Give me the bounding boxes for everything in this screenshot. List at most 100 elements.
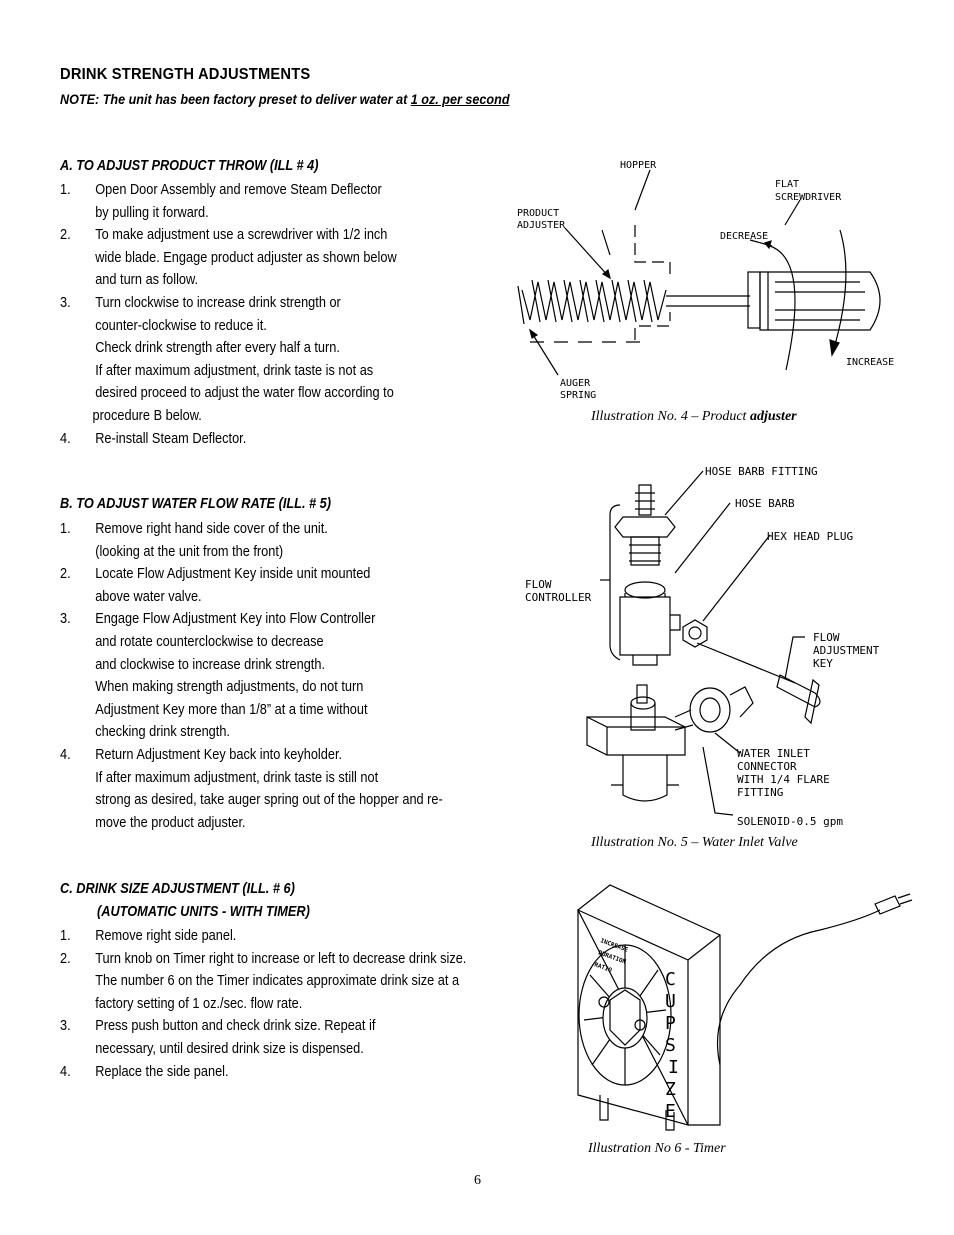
label-adjuster: ADJUSTER: [517, 220, 566, 231]
item-number: 1.: [60, 521, 71, 537]
label-hose-barb: HOSE BARB: [735, 497, 795, 510]
list-item: 1. Remove right hand side cover of the un…: [60, 518, 443, 563]
list-item: 3. Engage Flow Adjustment Key into Flow C…: [60, 608, 443, 744]
item-line: The number 6 on the Timer indicates appr…: [95, 973, 460, 990]
item-line: Adjustment Key more than 1/8” at a time …: [95, 701, 368, 718]
section-a-list: 1.Open Door Assembly and remove Steam De…: [60, 179, 397, 450]
list-item: 2. Turn knob on Timer right to increase o…: [60, 948, 466, 1016]
item-line: If after maximum adjustment, drink taste…: [95, 362, 374, 379]
section-b-title: B. TO ADJUST WATER FLOW RATE (ILL. # 5): [60, 496, 332, 512]
item-number: 3.: [60, 1018, 71, 1035]
item-line: Turn knob on Timer right to increase or …: [95, 950, 467, 967]
list-item: 3. Press push button and check drink size…: [60, 1015, 466, 1060]
item-line: necessary, until desired drink size is d…: [95, 1040, 364, 1057]
section-c-subtitle: (AUTOMATIC UNITS - WITH TIMER): [97, 904, 310, 920]
item-number: 2.: [60, 566, 71, 583]
label-hex-head-plug: HEX HEAD PLUG: [767, 530, 853, 543]
svg-text:RATIO: RATIO: [593, 961, 613, 974]
item-line: Open Door Assembly and remove Steam Defl…: [95, 182, 382, 198]
note-rate: 1 oz. per second: [410, 91, 510, 107]
page-number: 6: [474, 1173, 481, 1188]
cup-size-letter-u: U: [665, 991, 676, 1012]
label-water-inlet: WATER INLET: [737, 747, 810, 760]
caption-ill5: Illustration No. 5 – Water Inlet Valve: [591, 835, 798, 850]
item-line: Engage Flow Adjustment Key into Flow Con…: [95, 611, 376, 628]
list-item: 2. Locate Flow Adjustment Key inside unit…: [60, 563, 443, 608]
item-line: Press push button and check drink size. …: [95, 1018, 376, 1035]
item-line: If after maximum adjustment, drink taste…: [95, 769, 379, 786]
label-product: PRODUCT: [517, 208, 559, 219]
item-line: above water valve.: [95, 588, 202, 605]
label-controller: CONTROLLER: [525, 591, 592, 604]
item-line: When making strength adjustments, do not…: [95, 679, 364, 696]
item-number: 4.: [60, 1063, 71, 1080]
caption-ill4-bold: adjuster: [749, 409, 797, 424]
item-line: To make adjustment use a screwdriver wit…: [95, 227, 388, 244]
section-c-list: 1.Remove right side panel. 2. Turn knob on…: [60, 925, 466, 1083]
label-solenoid: SOLENOID-0.5 gpm: [737, 815, 843, 828]
list-item: 4.Return Adjustment Key back into keyhol…: [60, 744, 443, 834]
item-line: move the product adjuster.: [95, 814, 246, 831]
label-fitting: FITTING: [737, 786, 783, 799]
section-b-list: 1. Remove right hand side cover of the un…: [60, 518, 443, 834]
list-item: 3. Turn clockwise to increase drink stren…: [60, 292, 397, 428]
item-line: desired proceed to adjust the water flow…: [95, 385, 394, 402]
label-spring: SPRING: [560, 390, 596, 401]
label-flow: FLOW: [525, 578, 552, 591]
item-line: by pulling it forward.: [95, 204, 209, 221]
item-line: (looking at the unit from the front): [95, 543, 284, 560]
list-item: 2. To make adjustment use a screwdriver w…: [60, 224, 397, 292]
item-line: Turn clockwise to increase drink strengt…: [95, 294, 341, 311]
label-hopper: HOPPER: [620, 160, 657, 171]
label-hose-barb-fitting: HOSE BARB FITTING: [705, 465, 818, 478]
list-item: 1.Remove right side panel.: [60, 925, 466, 948]
cup-size-letter-c: C: [665, 969, 676, 990]
label-connector: CONNECTOR: [737, 760, 797, 773]
cup-size-letter-z: Z: [665, 1079, 676, 1100]
item-line: Re-install Steam Deflector.: [95, 430, 247, 447]
cup-size-letter-i: I: [668, 1057, 679, 1078]
item-line: strong as desired, take auger spring out…: [95, 792, 443, 809]
label-key-flow: FLOW: [813, 631, 840, 644]
section-a-title: A. TO ADJUST PRODUCT THROW (ILL # 4): [60, 158, 319, 174]
label-screwdriver: SCREWDRIVER: [775, 192, 842, 203]
list-item: 4. Replace the side panel.: [60, 1061, 466, 1084]
label-increase: INCREASE: [846, 357, 894, 368]
list-item: 1.Open Door Assembly and remove Steam De…: [60, 179, 397, 224]
item-line: Check drink strength after every half a …: [95, 340, 340, 357]
item-line: counter-clockwise to reduce it.: [95, 317, 267, 334]
item-line: and rotate counterclockwise to decrease: [95, 633, 324, 650]
item-number: 3.: [60, 611, 71, 628]
label-decrease: DECREASE: [720, 231, 768, 242]
factory-note: NOTE: The unit has been factory preset t…: [60, 91, 510, 107]
item-number: 2.: [60, 950, 71, 967]
item-line: Return Adjustment Key back into keyholde…: [95, 746, 343, 763]
caption-ill6: Illustration No 6 - Timer: [588, 1141, 726, 1156]
timer-illustration: INCREASE DURATION RATIO C U P S I Z E: [577, 884, 913, 1131]
item-line: Locate Flow Adjustment Key inside unit m…: [95, 566, 371, 583]
caption-ill4: Illustration No. 4 – Product adjuster: [591, 409, 797, 425]
item-line: Replace the side panel.: [95, 1063, 229, 1080]
list-item: 4. Re-install Steam Deflector.: [60, 428, 397, 451]
item-number: 2.: [60, 227, 71, 244]
cup-size-letter-p: P: [665, 1013, 676, 1034]
item-number: 4.: [60, 430, 71, 447]
label-key-adjustment: ADJUSTMENT: [813, 644, 880, 657]
cup-size-letter-e: E: [665, 1101, 676, 1122]
item-line: factory setting of 1 oz./sec. flow rate.: [95, 995, 303, 1012]
item-line: Remove right hand side cover of the unit…: [95, 521, 328, 537]
item-line: procedure B below.: [92, 407, 202, 424]
item-number: 1.: [60, 928, 71, 944]
item-number: 3.: [60, 294, 71, 311]
water-inlet-valve-illustration: HOSE BARB FITTING HOSE BARB HEX HEAD PLU…: [525, 465, 880, 828]
caption-ill4-text: Illustration No. 4 – Product: [591, 409, 750, 424]
item-line: checking drink strength.: [95, 724, 230, 741]
label-key: KEY: [813, 657, 833, 670]
note-prefix: NOTE: The unit has been factory preset t…: [60, 91, 411, 107]
page-title: DRINK STRENGTH ADJUSTMENTS: [60, 66, 311, 83]
item-line: and clockwise to increase drink strength…: [95, 656, 326, 673]
section-c-title: C. DRINK SIZE ADJUSTMENT (ILL. # 6): [60, 881, 295, 897]
label-flare: WITH 1/4 FLARE: [737, 773, 830, 786]
product-adjuster-illustration: HOPPER FLAT SCREWDRIVER PRODUCT ADJUSTER…: [517, 160, 894, 401]
item-line: wide blade. Engage product adjuster as s…: [95, 249, 397, 266]
